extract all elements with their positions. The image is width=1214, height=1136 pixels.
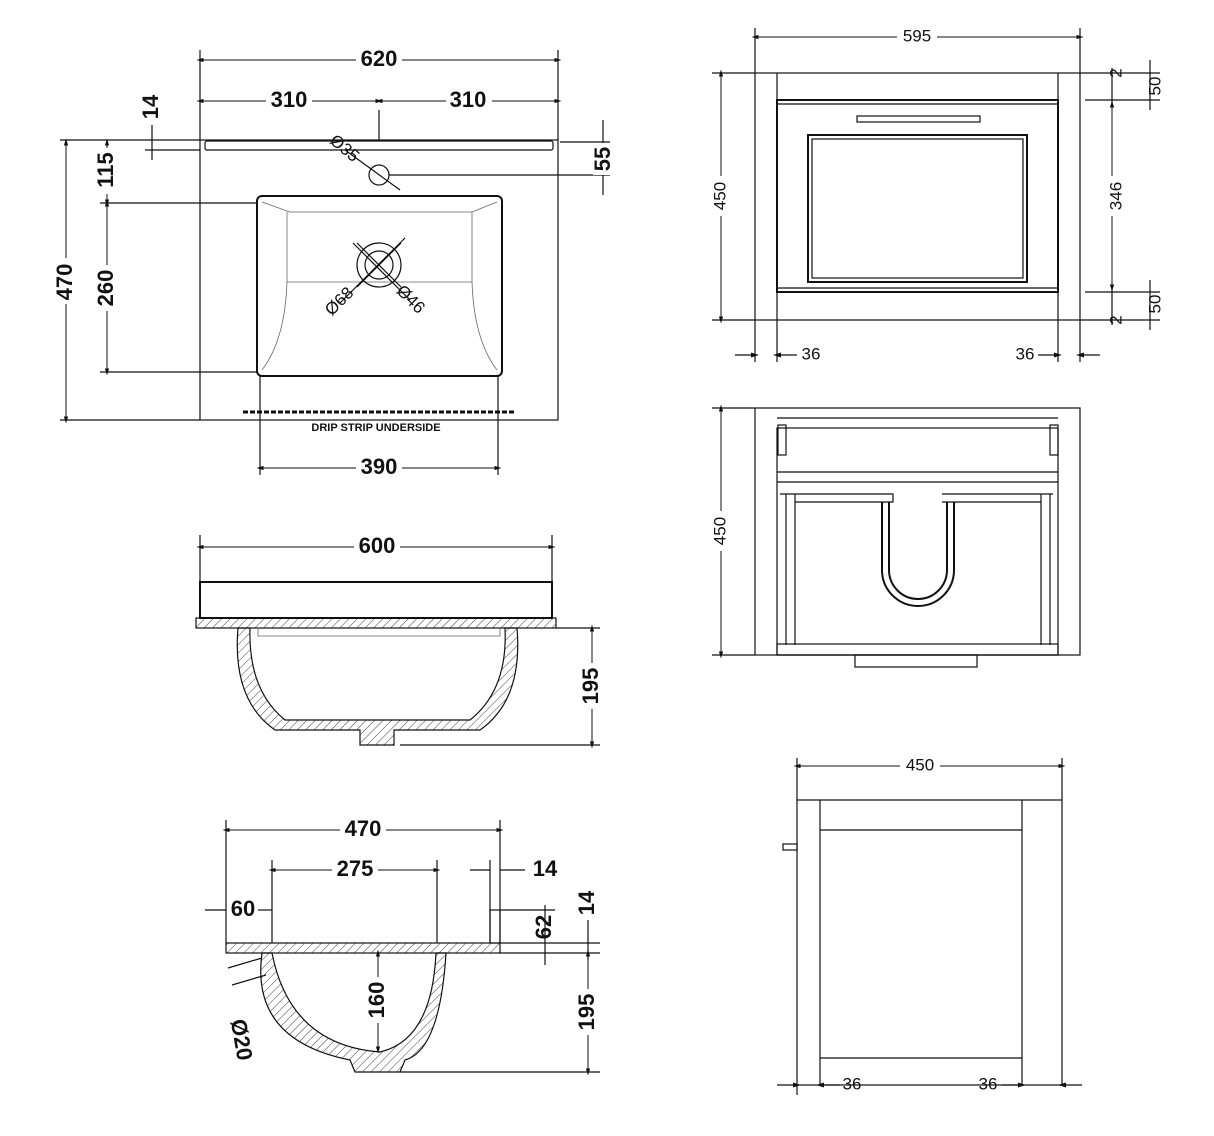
dim-basin-260: 260	[93, 270, 118, 307]
dim-offset-60: 60	[231, 896, 255, 921]
basin-top-slab	[199, 581, 553, 619]
dim-cabinet-width-595: 595	[903, 26, 931, 45]
dim-width-620: 620	[361, 46, 398, 71]
dim-ledge-14: 14	[138, 94, 163, 119]
dim-waste-outer: Ø68	[321, 283, 357, 319]
dim-top-gap-2: 2	[1106, 68, 1125, 77]
drawer-front	[776, 99, 1059, 293]
dim-back-stile-36: 36	[979, 1074, 998, 1093]
drawer-handle-open	[854, 654, 978, 668]
basin-front-section: 600 195	[195, 533, 604, 749]
dim-rim-14: 14	[533, 856, 558, 881]
dim-bowl-160: 160	[364, 982, 389, 1019]
dim-bowl-195: 195	[578, 668, 603, 705]
dim-half-right: 310	[450, 87, 487, 112]
side-ledge	[225, 942, 501, 954]
hinge-right	[1049, 424, 1059, 456]
dim-tap-hole: Ø35	[326, 131, 363, 166]
dim-drawer-346: 346	[1106, 182, 1125, 210]
dim-right-stile-36: 36	[1016, 344, 1035, 363]
waste-outer	[356, 242, 402, 288]
dim-overflow-62: 62	[531, 915, 556, 939]
dim-top-rail-50: 50	[1145, 77, 1164, 96]
waste-trap	[881, 502, 955, 607]
dim-open-height-450: 450	[710, 517, 729, 545]
basin-plan-view: 620 310 310 14 470 115 260 55 Ø35 Ø68 Ø4…	[52, 46, 617, 480]
basin-bowl-section	[236, 627, 519, 746]
countertop-outline	[199, 139, 559, 421]
dim-overflow-diameter: Ø20	[226, 1017, 258, 1062]
dim-waste-inner: Ø46	[393, 281, 429, 317]
drawer-handle	[856, 115, 981, 123]
dim-front-stile-36: 36	[843, 1074, 862, 1093]
dim-ledge-14-side: 14	[574, 890, 599, 915]
cabinet-side-view: 450 36 36	[777, 755, 1082, 1095]
dim-depth-470-side: 470	[345, 816, 382, 841]
dim-basin-390: 390	[361, 454, 398, 479]
basin-outline	[256, 195, 503, 377]
basin-side-section: 470 275 14 60 62 14 195 160 Ø20	[205, 816, 600, 1076]
drip-strip-label: DRIP STRIP UNDERSIDE	[311, 422, 440, 434]
open-carcass	[754, 407, 1081, 656]
dim-cabinet-height-450: 450	[710, 182, 729, 210]
waste-inner	[364, 250, 394, 280]
hinge-left	[777, 424, 787, 456]
dim-width-600: 600	[359, 533, 396, 558]
dim-side-depth-450: 450	[906, 755, 934, 774]
side-handle	[782, 843, 798, 851]
dim-tap-55: 55	[590, 147, 615, 171]
dim-bottom-rail-50: 50	[1145, 295, 1164, 314]
side-bowl-section	[260, 952, 447, 1073]
dim-half-left: 310	[271, 87, 308, 112]
cabinet-carcass	[754, 72, 1081, 321]
cabinet-front-view: 595 450 346 2 50 50 2 36	[710, 26, 1164, 363]
cabinet-open-view: 450	[710, 404, 1081, 668]
drawer-panel	[807, 134, 1028, 283]
dim-depth-470: 470	[52, 264, 77, 301]
back-upstand	[204, 140, 554, 151]
dim-bowl-195-side: 195	[574, 994, 599, 1031]
dim-left-stile-36: 36	[802, 344, 821, 363]
dim-bottom-gap-2: 2	[1106, 315, 1125, 324]
side-panel	[796, 799, 1063, 1086]
dim-offset-115: 115	[93, 152, 118, 188]
dim-bowl-275: 275	[337, 856, 374, 881]
